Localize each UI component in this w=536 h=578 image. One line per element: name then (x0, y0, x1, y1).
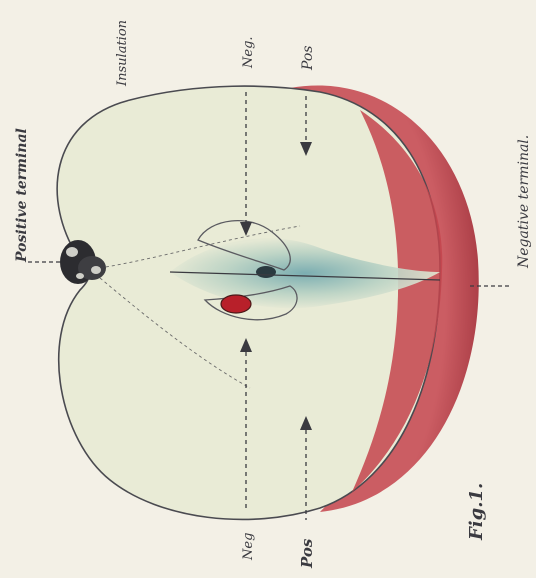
pos-bottom-label: Pos (298, 538, 316, 569)
insulation-label: Insulation (115, 20, 130, 87)
neg-bottom-label: Neg (241, 533, 256, 561)
pos-top-label: Pos (300, 46, 316, 71)
seed (221, 295, 251, 313)
neg-top-label: Neg. (241, 36, 256, 69)
figure-label: Fig.1. (466, 483, 487, 541)
negative-terminal-label: Negative terminal. (516, 135, 532, 269)
positive-terminal-label: Positive terminal (14, 128, 30, 263)
seed-dark (256, 266, 276, 278)
